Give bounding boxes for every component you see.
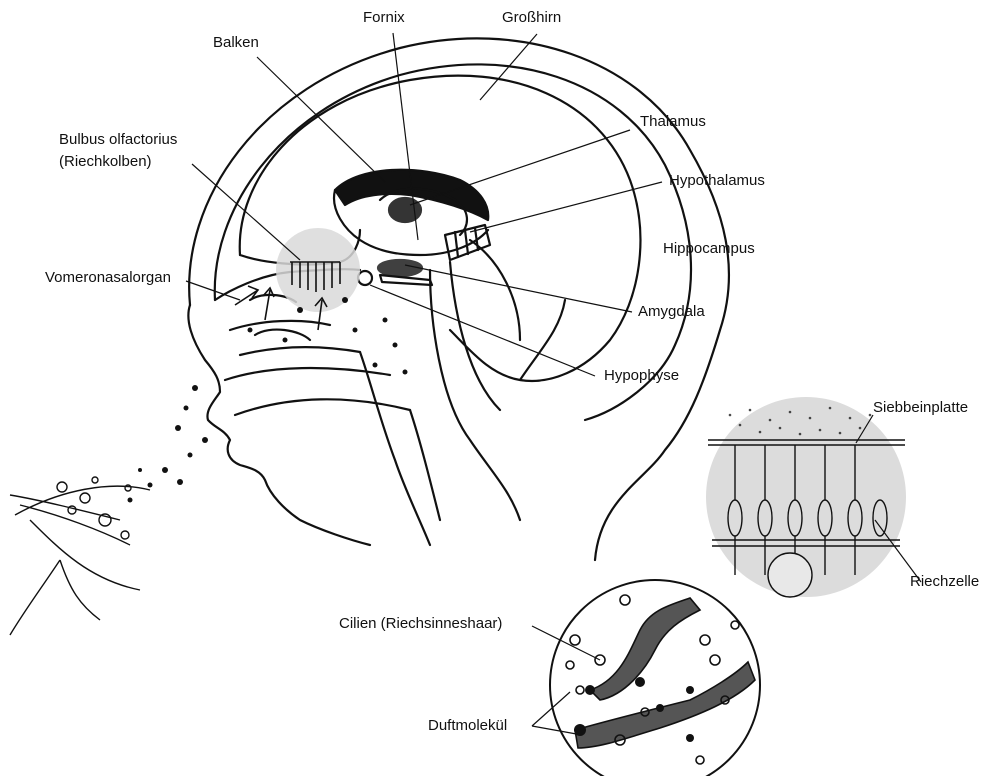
label-bulbus-line2: (Riechkolben) bbox=[59, 152, 152, 172]
label-grosshirn: Großhirn bbox=[502, 8, 561, 28]
hypophyse-shape bbox=[358, 271, 372, 285]
label-hippocampus: Hippocampus bbox=[663, 239, 755, 259]
face-profile bbox=[188, 305, 370, 545]
label-thalamus: Thalamus bbox=[640, 112, 706, 132]
flower-drawing bbox=[10, 486, 150, 635]
label-duftmolekuel: Duftmolekül bbox=[428, 716, 507, 736]
label-siebbeinplatte: Siebbeinplatte bbox=[873, 398, 968, 418]
label-hypophyse: Hypophyse bbox=[604, 366, 679, 386]
label-bulbus-line1: Bulbus olfactorius bbox=[59, 130, 177, 150]
thalamus-shape bbox=[389, 198, 421, 222]
brain-outline bbox=[240, 76, 641, 381]
label-vomeronasalorgan: Vomeronasalorgan bbox=[45, 268, 171, 288]
label-balken: Balken bbox=[213, 33, 259, 53]
label-cilien: Cilien (Riechsinneshaar) bbox=[339, 614, 502, 634]
label-amygdala: Amygdala bbox=[638, 302, 705, 322]
label-hypothalamus: Hypothalamus bbox=[669, 171, 765, 191]
label-riechzelle: Riechzelle bbox=[910, 572, 979, 592]
brainstem bbox=[430, 270, 520, 520]
label-fornix: Fornix bbox=[363, 8, 405, 28]
